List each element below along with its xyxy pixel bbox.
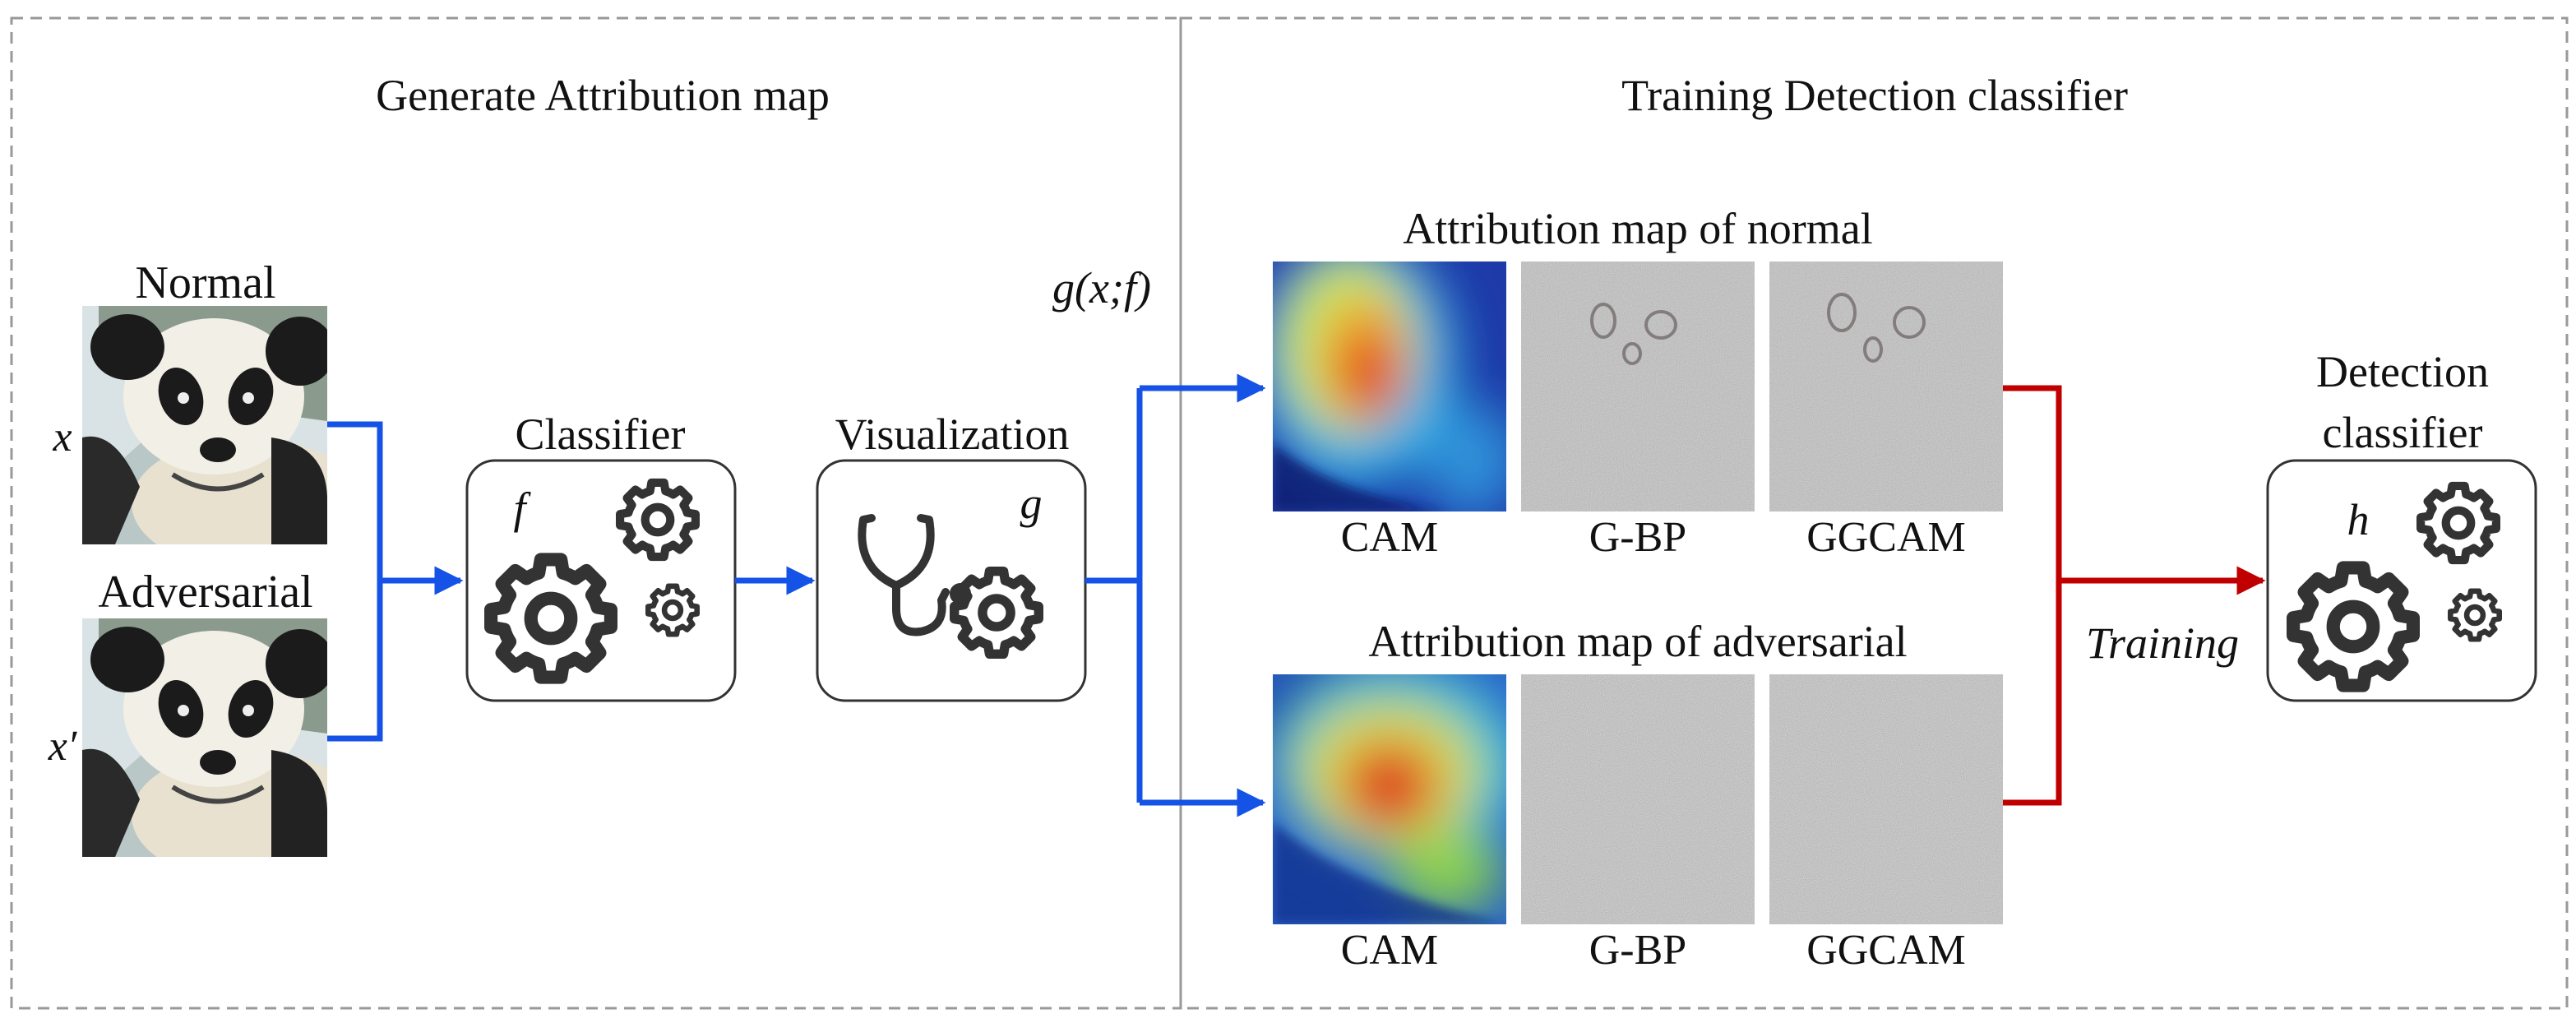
- adversarial-gbp-label: G-BP: [1589, 927, 1686, 974]
- classifier-title: Classifier: [516, 410, 686, 459]
- training-merge-lines: [2003, 385, 2062, 806]
- adversarial-label: Adversarial: [98, 567, 312, 618]
- normal-gbp-map: [1521, 262, 1755, 512]
- normal-ggcam-map: [1769, 262, 2003, 512]
- adversarial-ggcam-map: [1769, 674, 2003, 924]
- adversarial-input-var: x′: [48, 723, 78, 770]
- normal-ggcam-label: GGCAM: [1806, 514, 1966, 561]
- detector-title-line2: classifier: [2323, 408, 2483, 457]
- normal-panda-image: [82, 306, 362, 569]
- normal-gbp-label: G-BP: [1589, 514, 1686, 561]
- adversarial-maps-title: Attribution map of adversarial: [1368, 617, 1907, 666]
- normal-cam-label: CAM: [1341, 514, 1438, 561]
- mapping-label: g(x;f): [1052, 263, 1151, 312]
- training-label: Training: [2086, 618, 2239, 668]
- right-section-frame: [1179, 16, 2569, 1010]
- left-section-title: Generate Attribution map: [376, 71, 830, 120]
- adversarial-cam-map: [1273, 674, 1506, 924]
- normal-label: Normal: [135, 257, 275, 308]
- adversarial-gbp-map: [1521, 674, 1755, 924]
- visualization-symbol: g: [1020, 479, 1043, 528]
- adversarial-cam-label: CAM: [1341, 927, 1438, 974]
- right-section-title: Training Detection classifier: [1621, 71, 2128, 120]
- normal-input-var: x: [52, 414, 72, 461]
- detector-title-line1: Detection: [2316, 347, 2489, 396]
- adversarial-ggcam-label: GGCAM: [1806, 927, 1966, 974]
- normal-maps-title: Attribution map of normal: [1403, 204, 1872, 253]
- normal-cam-map: [1273, 262, 1506, 512]
- branch-line: [1085, 388, 1143, 803]
- visualization-box: [816, 459, 1087, 702]
- visualization-title: Visualization: [835, 410, 1070, 459]
- detector-symbol: h: [2347, 495, 2370, 544]
- stethoscope-gear-icon: [858, 514, 1038, 654]
- input-merge-lines: [327, 421, 460, 742]
- adversarial-panda-image: [82, 618, 362, 882]
